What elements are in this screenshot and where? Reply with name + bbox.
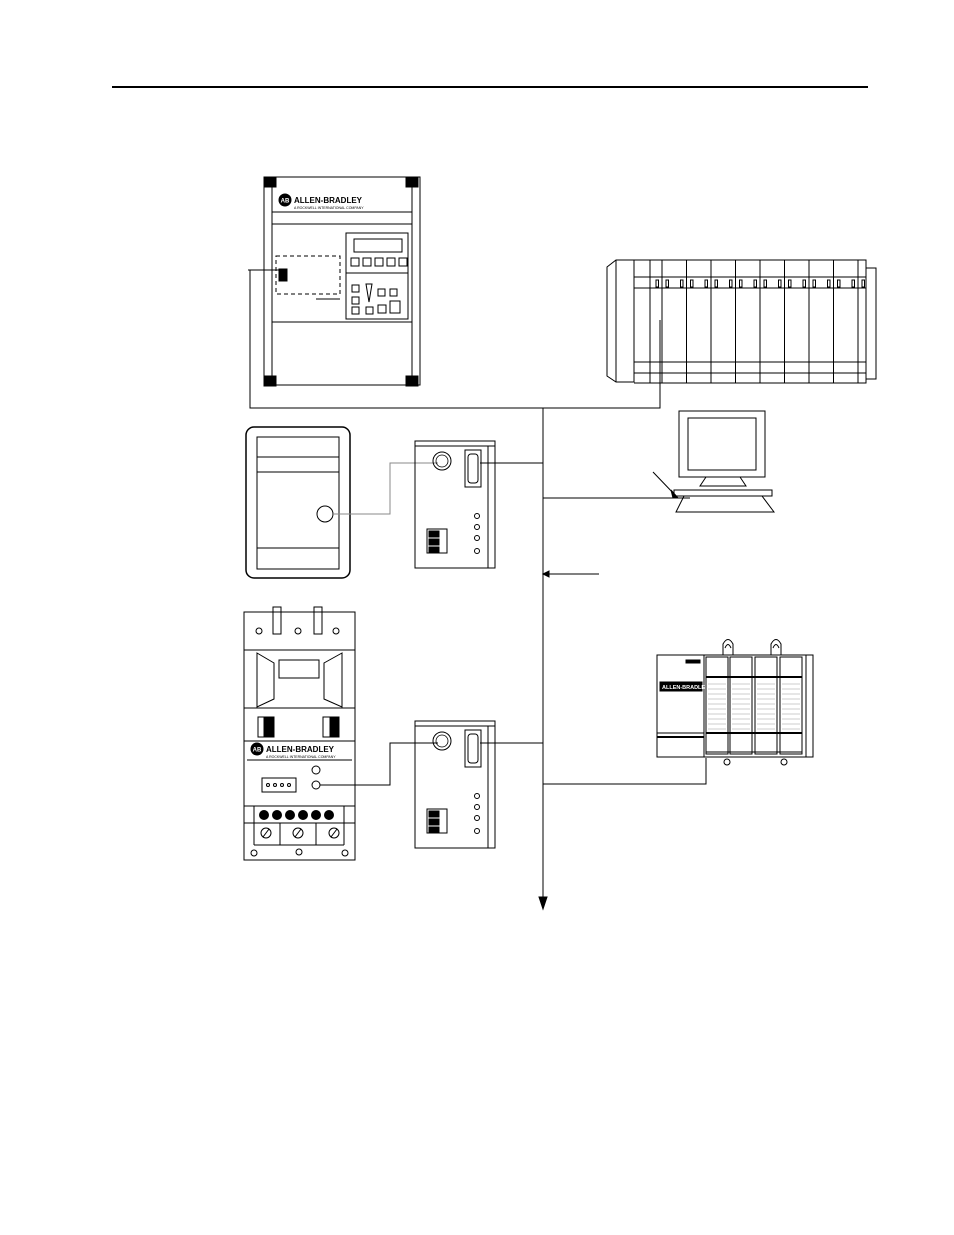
rack-slot-latch xyxy=(788,279,792,288)
rack-slot-latch xyxy=(837,279,841,288)
rack-slot-latch xyxy=(690,279,694,288)
rack-slot-latch xyxy=(665,279,669,288)
rack-slot-latch xyxy=(802,279,806,288)
plc-brand-name: ALLEN-BRADLEY xyxy=(662,685,709,691)
rack-slot-latch xyxy=(655,279,659,288)
rack-slot-latch xyxy=(704,279,708,288)
drive-brand-name: ALLEN-BRADLEY xyxy=(294,196,363,205)
starter-brand-name: ALLEN-BRADLEY xyxy=(266,745,335,754)
rack-slot-latch xyxy=(739,279,743,288)
rack-slot-latch xyxy=(827,279,831,288)
ac-drive-icon: AB ALLEN-BRADLEY A ROCKWELL INTERNATIONA… xyxy=(248,176,421,387)
computer-icon xyxy=(652,410,775,513)
rack-slot-latch xyxy=(729,279,733,288)
starter-brand-tagline: A ROCKWELL INTERNATIONAL COMPANY xyxy=(266,755,336,759)
rack-slot-latch xyxy=(861,279,865,288)
rack-slot-latch xyxy=(714,279,718,288)
rack-slot-latch xyxy=(763,279,767,288)
rack-slot-latch xyxy=(680,279,684,288)
rack-slot-latch xyxy=(812,279,816,288)
drive-brand-tagline: A ROCKWELL INTERNATIONAL COMPANY xyxy=(294,206,364,210)
starter-logo-mark: AB xyxy=(253,748,262,754)
io-rack-icon xyxy=(606,259,877,384)
brand-logo-mark: AB xyxy=(281,199,290,205)
starter-adapter-cable xyxy=(320,742,438,786)
network-trunk xyxy=(249,270,707,911)
rack-slot-latch xyxy=(778,279,782,288)
enclosure-adapter-cable xyxy=(333,462,438,515)
enclosure-icon xyxy=(245,426,351,579)
rack-slot-latch xyxy=(753,279,757,288)
communication-adapter-icon xyxy=(414,720,496,849)
plc-controller-icon: ALLEN-BRADLEY xyxy=(656,639,814,766)
rack-slot-latch xyxy=(851,279,855,288)
communication-adapter-icon xyxy=(414,440,496,569)
soft-starter-icon: AB ALLEN-BRADLEY A ROCKWELL INTERNATIONA… xyxy=(243,606,356,861)
